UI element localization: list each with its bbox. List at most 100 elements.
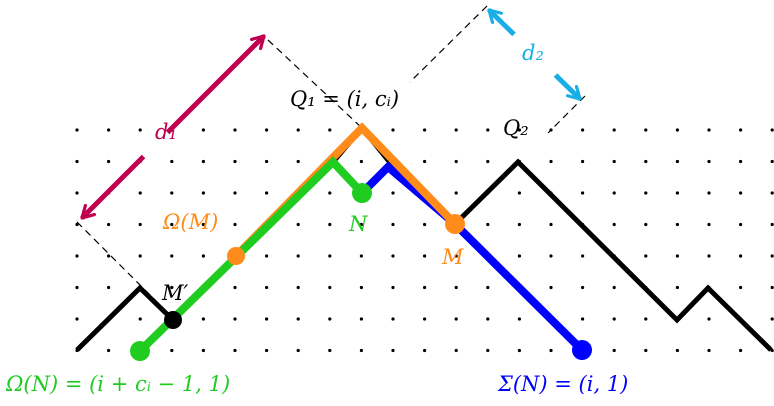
lattice-dot (644, 222, 648, 227)
lattice-dot (454, 285, 458, 290)
lattice-dot (359, 159, 363, 164)
d1-double-arrow (80, 34, 266, 220)
lattice-dot (75, 159, 79, 164)
lattice-dot (75, 317, 79, 321)
lattice-dot (201, 159, 205, 164)
lattice-dot (612, 222, 616, 227)
lattice-dot (423, 222, 427, 227)
lattice-dot (549, 285, 553, 290)
lattice-dot (107, 348, 111, 353)
lattice-dot (391, 348, 395, 353)
lattice-dot (391, 222, 395, 227)
lattice-dot (75, 191, 79, 195)
label-n: N (348, 212, 368, 236)
lattice-dot (138, 222, 142, 227)
lattice-dot (770, 285, 774, 290)
label-d1: d₁ (155, 120, 177, 144)
lattice-dot (739, 191, 743, 195)
lattice-dot (454, 254, 458, 258)
lattice-dot (170, 159, 174, 164)
label-sigma-n: Σ(N) = (i, 1) (497, 372, 628, 396)
dashed-line-top-left (267, 39, 363, 129)
lattice-dot (770, 254, 774, 258)
lattice-dot (707, 317, 711, 321)
dashed-line-bottom-right (547, 95, 586, 134)
label-m: M (441, 245, 464, 269)
node-m-prime (164, 311, 182, 329)
lattice-dot (328, 348, 332, 353)
lattice-dot (423, 317, 427, 321)
lattice-dot (770, 191, 774, 195)
lattice-dot (707, 222, 711, 227)
lattice-dot (454, 159, 458, 164)
node-sigma-n (572, 340, 592, 360)
lattice-dot (675, 222, 680, 227)
lattice-dot (138, 128, 142, 132)
lattice-dot (296, 222, 300, 227)
lattice-dot (517, 348, 522, 353)
lattice-dot (612, 348, 616, 353)
lattice-dot (644, 254, 648, 258)
lattice-dot (707, 159, 711, 164)
lattice-dot (517, 222, 522, 227)
d2-double-arrow (487, 8, 582, 101)
lattice-dot (233, 159, 237, 164)
lattice-dot (644, 317, 648, 321)
lattice-dot (328, 191, 332, 195)
lattice-dot (296, 285, 300, 290)
green-path-omega-n (137, 156, 365, 354)
lattice-dot (359, 317, 363, 321)
lattice-dot (486, 222, 490, 227)
lattice-dot (486, 348, 490, 353)
lattice-dot (454, 317, 458, 321)
lattice-dot (265, 348, 269, 353)
lattice-dot (581, 285, 585, 290)
lattice-dot (359, 348, 363, 353)
lattice-dot (359, 222, 363, 227)
lattice-dot (328, 285, 332, 290)
lattice-dot (107, 285, 111, 290)
lattice-dot (739, 222, 743, 227)
lattice-dot (549, 159, 553, 164)
lattice-dot (770, 128, 774, 132)
lattice-dot (581, 317, 585, 321)
lattice-dot (265, 254, 269, 258)
lattice-dot (675, 285, 680, 290)
lattice-dot (517, 128, 522, 132)
lattice-dot (391, 128, 395, 132)
lattice-dot (328, 317, 332, 321)
lattice-dot (107, 254, 111, 258)
lattice-dot (517, 254, 522, 258)
lattice-dot (75, 285, 79, 290)
lattice-dot (233, 317, 237, 321)
lattice-dot (612, 128, 616, 132)
lattice-dot (707, 254, 711, 258)
lattice-dot (296, 348, 300, 353)
lattice-dot (454, 191, 458, 195)
node-n (352, 183, 372, 203)
lattice-dot (233, 348, 237, 353)
lattice-dot (549, 348, 553, 353)
lattice-dot (75, 254, 79, 258)
lattice-dot (201, 317, 205, 321)
dashed-line-top-right (409, 5, 488, 83)
lattice-dot (391, 191, 395, 195)
lattice-dot (107, 222, 111, 227)
lattice-dot (265, 128, 269, 132)
lattice-dot (675, 128, 680, 132)
lattice-dot (201, 254, 205, 258)
lattice-dot (581, 191, 585, 195)
lattice-dot (612, 159, 616, 164)
lattice-dot (770, 159, 774, 164)
node-omega-m (227, 247, 245, 265)
lattice-dot (423, 159, 427, 164)
lattice-dot (296, 128, 300, 132)
lattice-dot (201, 128, 205, 132)
lattice-dot (233, 191, 237, 195)
lattice-dot (454, 348, 458, 353)
lattice-dot (328, 254, 332, 258)
lattice-dot (265, 191, 269, 195)
node-m (445, 214, 465, 234)
lattice-dot (233, 285, 237, 290)
lattice-dot (201, 348, 205, 353)
